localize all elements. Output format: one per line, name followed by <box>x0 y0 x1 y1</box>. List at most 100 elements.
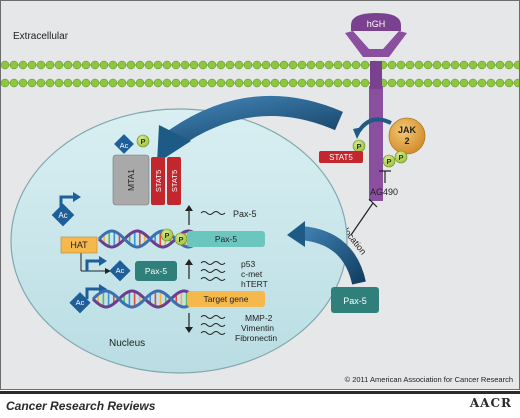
mrna-waves-up <box>200 261 226 281</box>
lipid-head <box>441 78 451 88</box>
lipid-head <box>288 78 298 88</box>
pax5-promoter-box: Pax-5 <box>187 231 265 247</box>
lipid-head <box>36 60 46 70</box>
lipid-head <box>414 60 424 70</box>
lipid-head <box>63 60 73 70</box>
jak-number-label: 2 <box>404 136 409 146</box>
lipid-head <box>459 60 469 70</box>
target-gene-box: Target gene <box>187 291 265 307</box>
lipid-head <box>72 60 82 70</box>
lipid-head <box>279 78 289 88</box>
lipid-head <box>333 60 343 70</box>
lipid-head <box>99 60 109 70</box>
lipid-head <box>1 78 10 88</box>
lipid-head <box>45 60 55 70</box>
lipid-head <box>477 78 487 88</box>
gene-mmp2-label: MMP-2 <box>245 313 273 323</box>
lipid-head <box>99 78 109 88</box>
lipid-head <box>54 60 64 70</box>
stat5-label: STAT5 <box>329 153 353 162</box>
mta1-label: MTA1 <box>126 169 136 191</box>
pax5-translocation-arrowhead <box>287 221 305 247</box>
lipid-head <box>27 60 37 70</box>
gene-pax5-label: Pax-5 <box>233 209 257 219</box>
stat5-dimer-label-1: STAT5 <box>154 170 163 192</box>
ag490-translocation-inhibition <box>350 202 374 236</box>
lipid-head <box>198 60 208 70</box>
lipid-head <box>225 60 235 70</box>
jak-phospho-site-2: P <box>394 150 408 164</box>
lipid-head <box>486 78 496 88</box>
lipid-head <box>432 60 442 70</box>
signal-import-arrowhead <box>157 125 191 163</box>
lipid-head <box>405 78 415 88</box>
lipid-head <box>486 60 496 70</box>
lipid-head <box>441 60 451 70</box>
lipid-head <box>9 60 19 70</box>
lipid-head <box>54 78 64 88</box>
lipid-head <box>270 78 280 88</box>
jak2-kinase: JAK 2 <box>388 117 426 155</box>
pax5-nuclear-label: Pax-5 <box>145 266 167 276</box>
lipid-head <box>171 78 181 88</box>
lipid-head <box>432 78 442 88</box>
ac-marker-top: Ac <box>114 134 134 154</box>
figure-frame: Extracellular hGH JAK 2 P <box>0 0 520 390</box>
lipid-head <box>225 78 235 88</box>
lipid-head <box>324 78 334 88</box>
gene-cmet-label: c-met <box>241 269 263 279</box>
gene-p53-label: p53 <box>241 259 255 269</box>
lipid-head <box>459 78 469 88</box>
lipid-head <box>396 60 406 70</box>
stat5-cytoplasmic: STAT5 <box>319 151 363 163</box>
lipid-head <box>153 78 163 88</box>
lipid-head <box>162 60 172 70</box>
dna-phospho-marks: P P <box>160 228 188 246</box>
dna-helix-lower <box>91 289 199 309</box>
pax5-cyto-label: Pax-5 <box>343 296 367 306</box>
lipid-head <box>396 78 406 88</box>
lipid-head <box>468 60 478 70</box>
ac-label: Ac <box>120 141 129 150</box>
ac-label: Ac <box>58 211 67 220</box>
lipid-head <box>117 78 127 88</box>
journal-title: Cancer Research Reviews <box>6 399 156 413</box>
lipid-head <box>315 60 325 70</box>
branch-arrow-lower <box>85 287 99 299</box>
lipid-head <box>27 78 37 88</box>
lipid-head <box>162 78 172 88</box>
stat5-dimer: STAT5 STAT5 <box>151 157 181 205</box>
lipid-head <box>90 60 100 70</box>
lipid-head <box>261 60 271 70</box>
mrna-wave-pax5 <box>200 211 226 215</box>
lipid-head <box>72 78 82 88</box>
branch-arrow-middle <box>85 259 99 271</box>
lipid-head <box>135 60 145 70</box>
hgh-ligand: hGH <box>351 13 401 31</box>
lipid-head <box>306 60 316 70</box>
lipid-head <box>126 60 136 70</box>
phospho-label: P <box>398 153 403 162</box>
lipid-head <box>189 78 199 88</box>
jak-activation-arrowhead <box>353 127 363 139</box>
ac-label: Ac <box>116 266 125 275</box>
phospho-label: P <box>386 157 391 166</box>
aacr-logo: AACR <box>469 396 512 410</box>
lipid-head <box>144 78 154 88</box>
mta1-phospho: P <box>136 134 150 148</box>
lipid-head <box>513 60 519 70</box>
lipid-head <box>63 78 73 88</box>
lipid-head <box>117 60 127 70</box>
gene-htert-label: hTERT <box>241 279 268 289</box>
lipid-head <box>468 78 478 88</box>
lipid-head <box>180 78 190 88</box>
journal-footer: Cancer Research Reviews AACR <box>0 390 520 418</box>
lipid-head <box>423 60 433 70</box>
lipid-head <box>351 78 361 88</box>
ac-marker-lower: Ac <box>69 292 91 314</box>
lipid-head <box>207 78 217 88</box>
dna-strand <box>91 289 199 309</box>
ac-marker-middle: Ac <box>109 260 131 282</box>
lipid-head <box>108 78 118 88</box>
lipid-head <box>18 78 28 88</box>
